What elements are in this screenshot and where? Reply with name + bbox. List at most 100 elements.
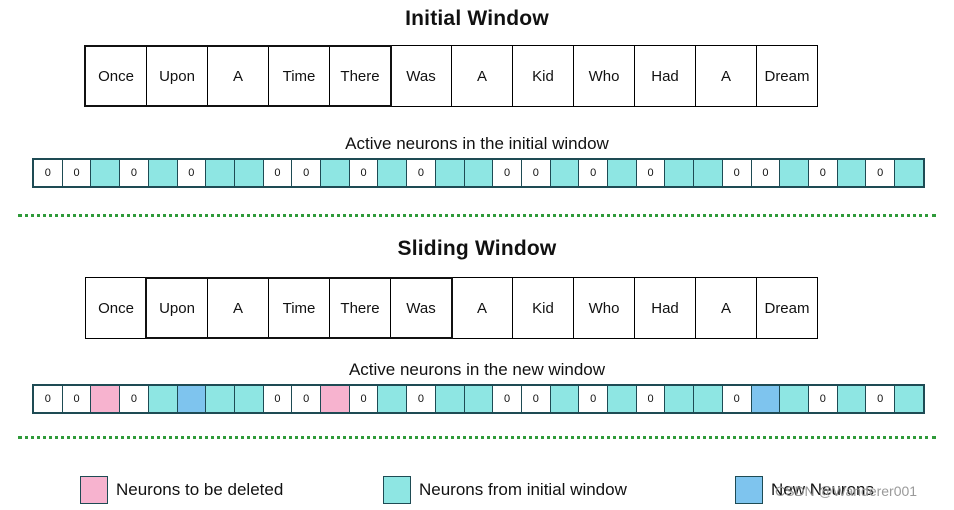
neuron-cell-teal (665, 386, 695, 412)
neuron-cell-zero: 0 (34, 386, 63, 412)
neuron-cell-zero: 0 (349, 160, 379, 186)
token-cell: Was (390, 45, 452, 107)
neuron-cell-zero: 0 (263, 160, 293, 186)
legend-swatch-new (735, 476, 763, 504)
neuron-cell-zero: 0 (493, 386, 522, 412)
neuron-cell-teal (837, 160, 867, 186)
sliding-window-title: Sliding Window (397, 237, 557, 260)
neuron-cell-zero: 0 (866, 386, 896, 412)
neuron-cell-teal (206, 160, 235, 186)
neuron-cell-zero: 0 (120, 160, 149, 186)
token-cell: A (207, 277, 269, 339)
neuron-cell-blue (177, 386, 207, 412)
neuron-cell-teal (895, 160, 923, 186)
initial-neurons-subtitle: Active neurons in the initial window (345, 134, 609, 153)
neuron-cell-teal (206, 386, 235, 412)
neuron-cell-zero: 0 (349, 386, 379, 412)
neuron-cell-zero: 0 (579, 160, 609, 186)
neuron-cell-zero: 0 (808, 386, 838, 412)
neuron-cell-zero: 0 (292, 386, 322, 412)
neuron-cell-teal (694, 160, 723, 186)
neuron-cell-teal (608, 386, 637, 412)
token-cell: A (695, 277, 757, 339)
token-cell: A (451, 45, 513, 107)
token-cell: Time (268, 277, 330, 339)
neuron-cell-teal (234, 160, 264, 186)
neuron-cell-teal (837, 386, 867, 412)
token-cell: There (329, 45, 391, 107)
neuron-cell-zero: 0 (636, 160, 666, 186)
neuron-cell-teal (464, 160, 494, 186)
neuron-cell-zero: 0 (62, 160, 92, 186)
neuron-cell-teal (378, 160, 408, 186)
token-cell: Had (634, 45, 696, 107)
sliding-neurons-subtitle: Active neurons in the new window (348, 360, 606, 379)
token-cell: Kid (512, 277, 574, 339)
neuron-cell-zero: 0 (407, 160, 436, 186)
neuron-cell-teal (608, 160, 637, 186)
token-cell: Time (268, 45, 330, 107)
legend-label-new: New Neurons (771, 480, 874, 499)
neuron-cell-zero: 0 (579, 386, 609, 412)
legend-item-initial: Neurons from initial window (383, 476, 627, 504)
neuron-cell-teal (321, 160, 350, 186)
token-cell: Upon (146, 277, 208, 339)
divider-bottom (18, 436, 936, 439)
neuron-cell-zero: 0 (263, 386, 293, 412)
neuron-cell-teal (550, 160, 580, 186)
token-cell: Dream (756, 45, 818, 107)
neuron-cell-zero: 0 (722, 386, 752, 412)
neuron-cell-zero: 0 (34, 160, 63, 186)
token-cell: Kid (512, 45, 574, 107)
neuron-cell-zero: 0 (722, 160, 752, 186)
neuron-cell-teal (435, 160, 465, 186)
watermark: CSDN @Wanderer001 (775, 483, 918, 499)
neuron-cell-zero: 0 (866, 160, 896, 186)
token-cell: Had (634, 277, 696, 339)
token-cell: A (207, 45, 269, 107)
legend-swatch-deleted (80, 476, 108, 504)
neuron-cell-zero: 0 (521, 160, 551, 186)
neuron-cell-zero: 0 (751, 160, 781, 186)
legend-item-deleted: Neurons to be deleted (80, 476, 283, 504)
neuron-cell-zero: 0 (177, 160, 207, 186)
neuron-cell-teal (148, 160, 178, 186)
neuron-cell-zero: 0 (636, 386, 666, 412)
neuron-cell-pink (321, 386, 350, 412)
neuron-cell-zero: 0 (292, 160, 322, 186)
token-cell: Dream (756, 277, 818, 339)
legend-swatch-initial (383, 476, 411, 504)
neuron-cell-teal (464, 386, 494, 412)
neuron-cell-teal (148, 386, 178, 412)
token-cell: A (451, 277, 513, 339)
neuron-cell-zero: 0 (808, 160, 838, 186)
neuron-cell-teal (694, 386, 723, 412)
divider-top (18, 214, 936, 217)
token-cell: Once (85, 45, 147, 107)
initial-window-title: Initial Window (405, 7, 549, 30)
token-cell: Upon (146, 45, 208, 107)
neuron-cell-zero: 0 (407, 386, 436, 412)
token-cell: There (329, 277, 391, 339)
legend-label-initial: Neurons from initial window (419, 480, 627, 499)
neuron-cell-teal (780, 160, 809, 186)
neuron-cell-teal (435, 386, 465, 412)
neuron-cell-zero: 0 (493, 160, 522, 186)
token-cell: Who (573, 277, 635, 339)
neuron-cell-teal (550, 386, 580, 412)
neuron-cell-zero: 0 (120, 386, 149, 412)
neuron-cell-zero: 0 (521, 386, 551, 412)
token-cell: Who (573, 45, 635, 107)
neuron-cell-teal (91, 160, 121, 186)
legend-item-new: New Neurons (735, 476, 874, 504)
token-cell: Once (85, 277, 147, 339)
neuron-cell-blue (751, 386, 781, 412)
neuron-cell-teal (895, 386, 923, 412)
neuron-cell-teal (378, 386, 408, 412)
neuron-cell-zero: 0 (62, 386, 92, 412)
legend-label-deleted: Neurons to be deleted (116, 480, 284, 499)
